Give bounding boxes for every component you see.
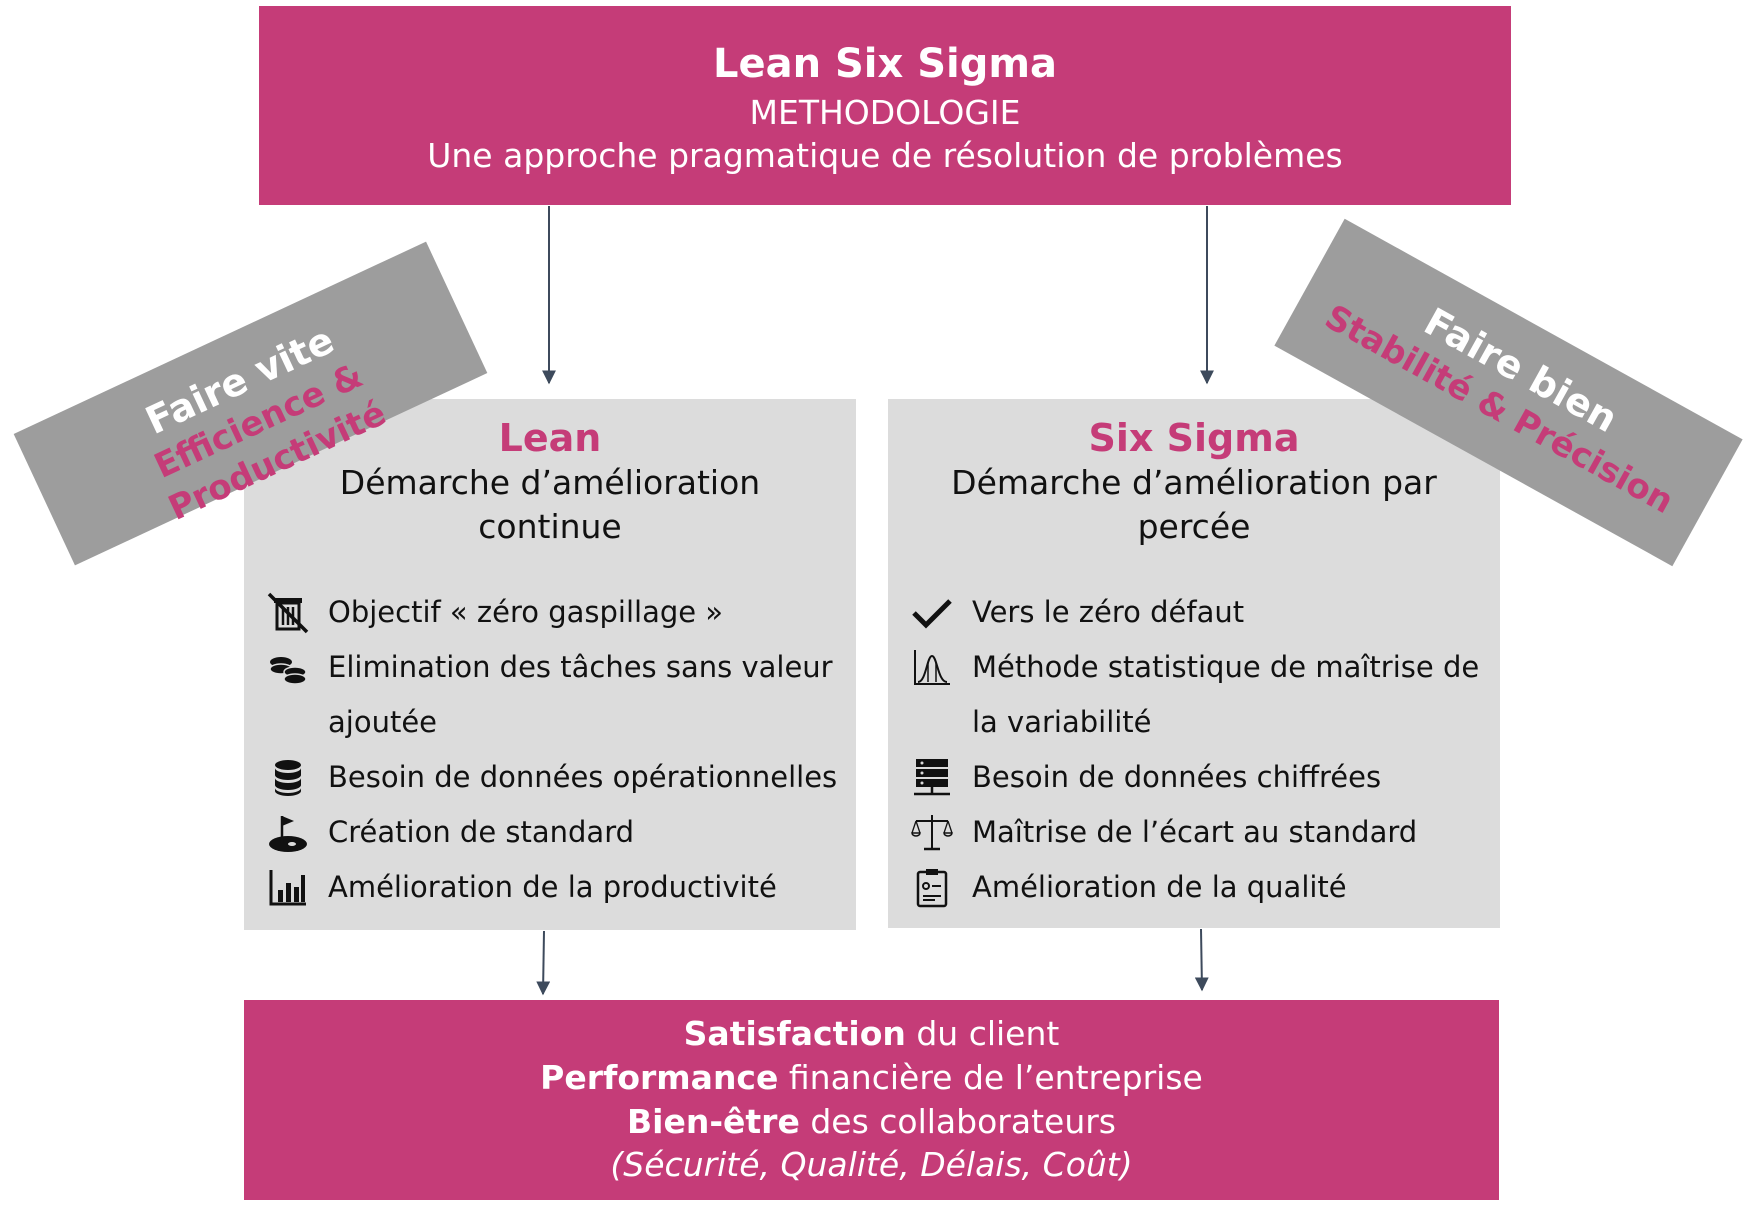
lean-item-text: Objectif « zéro gaspillage »: [328, 595, 724, 629]
outcome-criteria: (Sécurité, Qualité, Délais, Coût): [610, 1145, 1133, 1184]
six-sigma-description: Démarche d’amélioration par percée: [951, 463, 1437, 546]
golf-flag-icon: [266, 811, 310, 855]
lean-panel: Lean Démarche d’amélioration continue Ob…: [244, 399, 856, 930]
scale-icon: [910, 811, 954, 855]
outcome-line: Bien-être des collaborateurs: [244, 1100, 1499, 1144]
lean-item: Amélioration de la productivité: [269, 860, 848, 915]
lean-item: Besoin de données opérationnelles: [275, 750, 848, 805]
arrow-sigma-to-outcomes: [1194, 928, 1209, 992]
outcome-rest: financière de l’entreprise: [778, 1058, 1203, 1097]
six-sigma-item-text: Amélioration de la qualité: [972, 870, 1347, 904]
six-sigma-item: Maîtrise de l’écart au standard: [911, 805, 1492, 860]
lean-item-text: Elimination des tâches sans valeur ajout…: [328, 650, 833, 739]
methodology-header: Lean Six Sigma METHODOLOGIE Une approche…: [259, 6, 1511, 205]
lean-item: Elimination des tâches sans valeur ajout…: [269, 640, 848, 750]
lean-item: Création de standard: [269, 805, 848, 860]
lean-description: Démarche d’amélioration continue: [339, 463, 761, 546]
six-sigma-item-text: Méthode statistique de maîtrise de la va…: [972, 650, 1480, 739]
outcome-bold: Bien-être: [626, 1102, 800, 1141]
outcome-rest: des collaborateurs: [799, 1102, 1117, 1141]
lean-item: Objectif « zéro gaspillage »: [267, 585, 848, 640]
bell-curve-icon: [910, 646, 954, 690]
arrow-lean-to-outcomes: [536, 930, 551, 996]
no-trash-icon: [266, 591, 310, 635]
six-sigma-item-text: Maîtrise de l’écart au standard: [972, 815, 1418, 849]
outcome-line: Satisfaction du client: [244, 1012, 1499, 1056]
six-sigma-item: Besoin de données chiffrées: [914, 750, 1492, 805]
server-icon: [910, 756, 954, 800]
outcome-rest: du client: [905, 1014, 1060, 1053]
outcome-bold: Performance: [540, 1058, 779, 1097]
six-sigma-item: Amélioration de la qualité: [916, 860, 1492, 915]
lean-item-text: Création de standard: [328, 815, 635, 849]
outcome-line: Performance financière de l’entreprise: [244, 1056, 1499, 1100]
lean-item-text: Besoin de données opérationnelles: [328, 760, 838, 794]
six-sigma-item: Vers le zéro défaut: [912, 585, 1492, 640]
six-sigma-panel: Six Sigma Démarche d’amélioration par pe…: [888, 399, 1500, 928]
database-icon: [266, 756, 310, 800]
six-sigma-title: Six Sigma: [1088, 416, 1300, 460]
header-subtitle: METHODOLOGIE: [749, 93, 1021, 132]
lean-item-text: Amélioration de la productivité: [328, 870, 777, 904]
header-tagline: Une approche pragmatique de résolution d…: [427, 136, 1343, 175]
outcomes-box: Satisfaction du client Performance finan…: [244, 1000, 1499, 1200]
clipboard-icon: [910, 866, 954, 910]
six-sigma-item-text: Besoin de données chiffrées: [972, 760, 1382, 794]
outcome-bold: Satisfaction: [683, 1014, 906, 1053]
header-title: Lean Six Sigma: [712, 41, 1058, 87]
six-sigma-item-text: Vers le zéro défaut: [972, 595, 1245, 629]
coins-icon: [266, 646, 310, 690]
checkmark-icon: [910, 591, 954, 635]
lean-title: Lean: [498, 416, 602, 460]
bar-chart-icon: [266, 866, 310, 910]
six-sigma-item: Méthode statistique de maîtrise de la va…: [914, 640, 1492, 750]
